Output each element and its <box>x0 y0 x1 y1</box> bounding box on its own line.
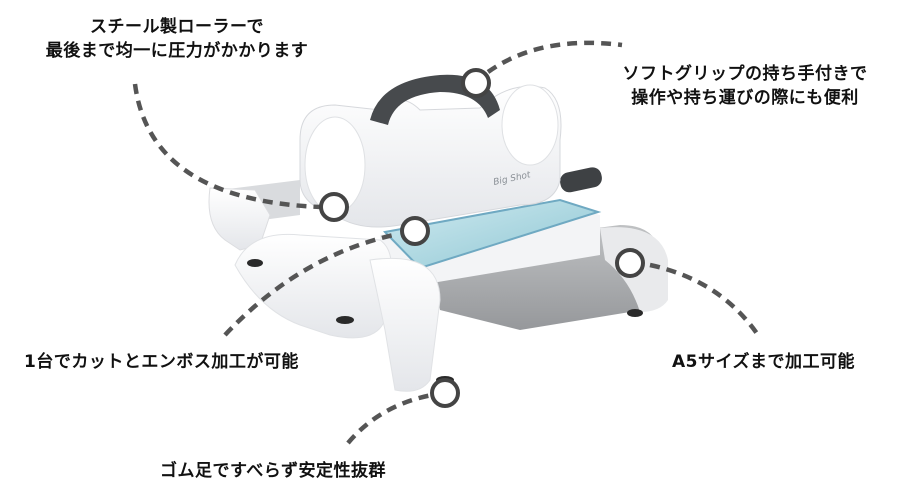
callout-cut-emboss-text: 1台でカットとエンボス加工が可能 <box>24 350 299 374</box>
callout-dot-grip <box>461 68 491 98</box>
callout-dot-a5 <box>615 248 645 278</box>
callout-line-cut <box>223 231 399 337</box>
callout-dot-roller <box>319 192 349 222</box>
callout-roller-line-1: スチール製ローラーで <box>90 17 264 37</box>
callout-dot-feet <box>430 378 460 408</box>
callout-a5-line-1: A5サイズまで加工可能 <box>672 352 855 372</box>
callout-roller-text: スチール製ローラーで 最後まで均一に圧力がかかります <box>8 15 346 63</box>
callout-grip-line-1: ソフトグリップの持ち手付きで <box>622 64 868 84</box>
callout-feet-line-1: ゴム足ですべらず安定性抜群 <box>160 461 386 481</box>
callout-grip-line-2: 操作や持ち運びの際にも便利 <box>631 88 859 108</box>
callout-dot-cut <box>400 216 430 246</box>
callout-a5-text: A5サイズまで加工可能 <box>672 350 855 374</box>
callout-grip-text: ソフトグリップの持ち手付きで 操作や持ち運びの際にも便利 <box>590 62 900 110</box>
callout-rubber-feet-text: ゴム足ですべらず安定性抜群 <box>160 459 386 483</box>
callout-line-roller <box>132 83 321 210</box>
callout-line-feet <box>346 392 433 445</box>
callout-roller-line-2: 最後まで均一に圧力がかかります <box>45 41 309 61</box>
callout-line-grip <box>486 40 623 74</box>
callout-cut-line-1: 1台でカットとエンボス加工が可能 <box>24 352 299 372</box>
